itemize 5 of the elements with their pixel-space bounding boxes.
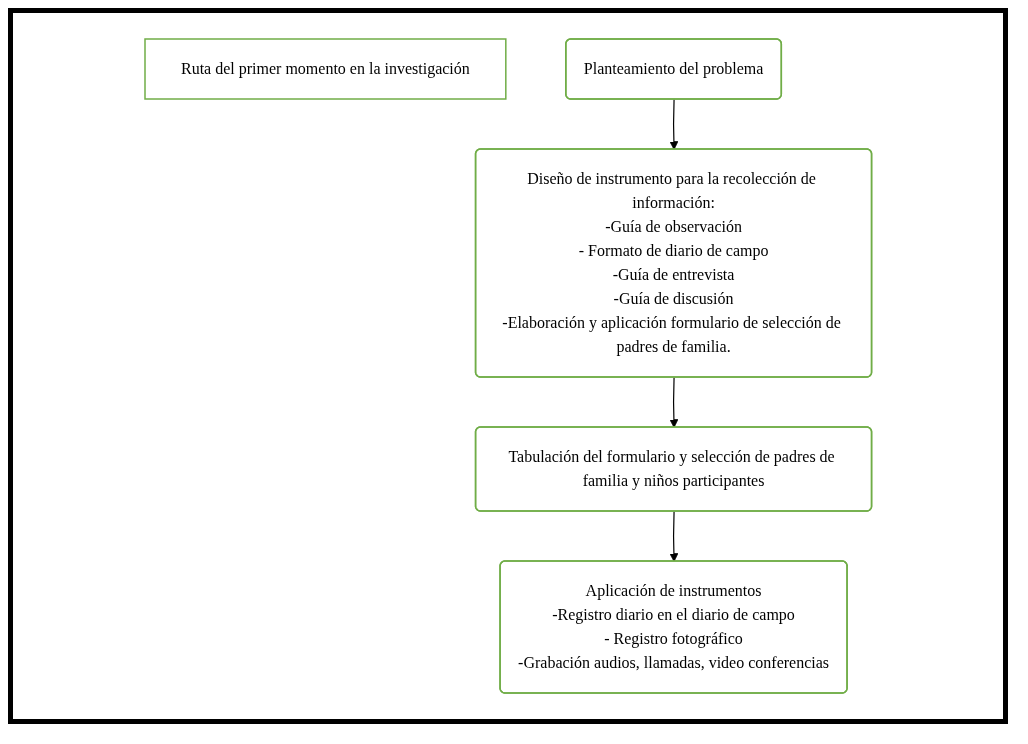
node-box <box>143 38 507 100</box>
arrow <box>669 376 678 428</box>
page-frame: Ruta del primer momento en la investigación Planteamiento del problema Diseño de instrumento para la recolección de información: -Guía de observación - Formato de diario de campo -Guía de entrevista -Guía de discusión -Elaboración y aplicación formulario de selección de padres de familia. Tabulación del formulario y selección de padres de familia y niños participantes Aplicación de instrumentos -Registro diario en el diario de campo - Registro fotográfico -Grabación audios, llamadas, video conferencias <box>8 8 1008 724</box>
arrow <box>669 98 678 150</box>
arrow <box>669 510 678 562</box>
